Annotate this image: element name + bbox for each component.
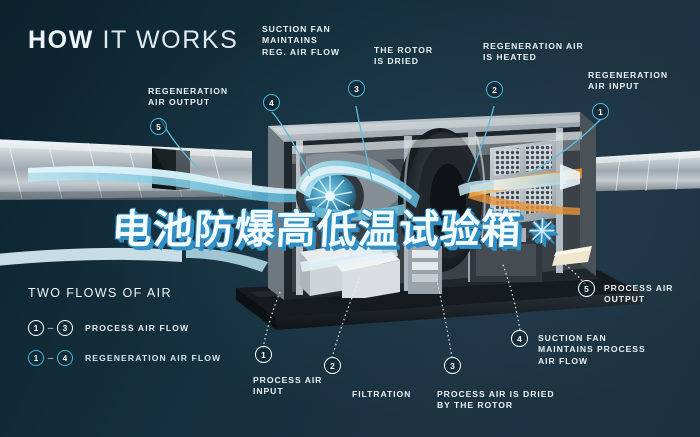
legend-label-regeneration-air-flow: REGENERATION AIR FLOW (85, 353, 222, 363)
callout-marker-3-process[interactable]: 3 (444, 357, 461, 374)
callout-label-regeneration-air-output: REGENERATION AIR OUTPUT (148, 86, 228, 108)
callout-label-filtration: FILTRATION (352, 389, 412, 399)
airflow-ribbons (0, 160, 592, 272)
callout-label-suction-fan-process: SUCTION FAN MAINTAINS PROCESS AIR FLOW (538, 333, 646, 366)
callout-label-regeneration-heated: REGENERATION AIR IS HEATED (483, 41, 584, 63)
legend-dash-2: – (47, 352, 54, 364)
legend-label-process-air-flow: PROCESS AIR FLOW (85, 323, 190, 333)
callout-marker-4-process[interactable]: 4 (511, 330, 528, 347)
callout-marker-1-process[interactable]: 1 (255, 346, 272, 363)
callout-label-process-air-output: PROCESS AIR OUTPUT (604, 283, 674, 305)
callout-label-process-air-dried: PROCESS AIR IS DRIED BY THE ROTOR (437, 389, 555, 411)
callout-marker-2-regeneration[interactable]: 2 (486, 81, 503, 98)
page-title: HOW IT WORKS (28, 26, 238, 55)
legend-dash-1: – (47, 322, 54, 334)
callout-marker-5-regeneration[interactable]: 5 (150, 118, 167, 135)
callout-marker-5-process[interactable]: 5 (578, 280, 595, 297)
legend-row-process: 1 – 3 PROCESS AIR FLOW (28, 320, 189, 336)
title-bold: HOW (28, 26, 94, 54)
callout-marker-1-regeneration[interactable]: 1 (592, 103, 609, 120)
title-light: IT WORKS (102, 26, 239, 54)
legend-title: TWO FLOWS OF AIR (28, 286, 172, 300)
legend-marker-from-1-reg: 1 (28, 350, 44, 366)
desiccant-rotor (398, 128, 486, 272)
duct-left (0, 139, 252, 200)
callout-label-rotor-dried: THE ROTOR IS DRIED (374, 45, 434, 67)
callout-label-suction-fan-reg: SUCTION FAN MAINTAINS REG. AIR FLOW (262, 24, 340, 57)
callout-label-process-air-input: PROCESS AIR INPUT (253, 375, 323, 397)
legend-marker-from-1: 1 (28, 320, 44, 336)
legend-row-regeneration: 1 – 4 REGENERATION AIR FLOW (28, 350, 221, 366)
callout-marker-2-process[interactable]: 2 (324, 357, 341, 374)
watermark-overlay: 电池防爆高低温试验箱✳ (110, 197, 559, 255)
watermark-star-icon: ✳ (526, 212, 559, 252)
callout-marker-3-regeneration[interactable]: 3 (348, 80, 365, 97)
legend-marker-to-4: 4 (57, 350, 73, 366)
callout-label-regeneration-air-input: REGENERATION AIR INPUT (588, 70, 668, 92)
legend-marker-to-3: 3 (57, 320, 73, 336)
watermark-text: 电池防爆高低温试验箱 (110, 207, 523, 253)
callout-marker-4-regeneration[interactable]: 4 (263, 94, 280, 111)
